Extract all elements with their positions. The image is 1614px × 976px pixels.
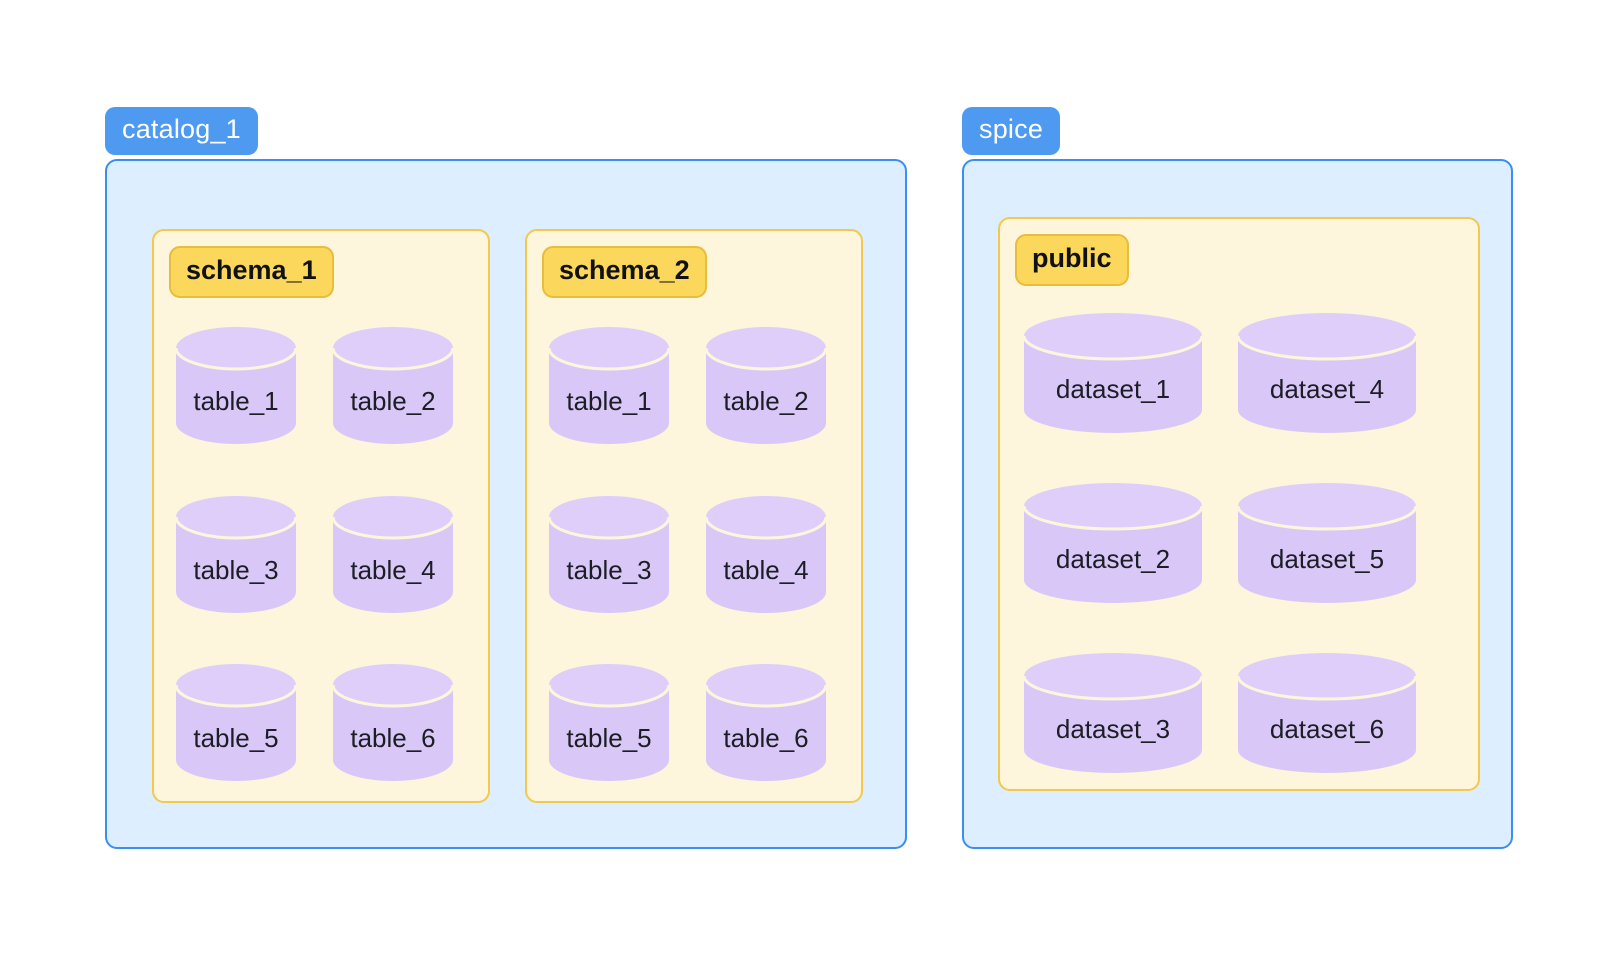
dataset-cylinder[interactable]: dataset_2: [1022, 481, 1204, 605]
schema-badge-public[interactable]: public: [1015, 234, 1129, 286]
table-cylinder[interactable]: table_1: [174, 326, 298, 445]
dataset-cylinder[interactable]: dataset_5: [1236, 481, 1418, 605]
schema-box-schema_2: schema_2 table_1 tab: [525, 229, 863, 803]
dataset-cylinder[interactable]: dataset_1: [1022, 311, 1204, 435]
catalog-group-spice: spice public dataset_1: [962, 107, 1513, 849]
table-cylinder[interactable]: table_6: [704, 663, 828, 782]
dataset-cylinder[interactable]: dataset_6: [1236, 651, 1418, 775]
table-cylinder[interactable]: table_3: [547, 495, 671, 614]
catalog-box-spice: public dataset_1 dat: [962, 159, 1513, 849]
schema-box-schema_1: schema_1 table_1 tab: [152, 229, 490, 803]
table-cylinder[interactable]: table_5: [547, 663, 671, 782]
table-cylinder[interactable]: table_2: [331, 326, 455, 445]
table-cylinder[interactable]: table_4: [331, 495, 455, 614]
table-cylinder[interactable]: table_2: [704, 326, 828, 445]
catalog-group-catalog_1: catalog_1 schema_1 table_1: [105, 107, 907, 849]
table-cylinder[interactable]: table_6: [331, 663, 455, 782]
catalog-badge-spice[interactable]: spice: [962, 107, 1061, 155]
dataset-cylinder[interactable]: dataset_3: [1022, 651, 1204, 775]
table-cylinder[interactable]: table_4: [704, 495, 828, 614]
table-cylinder[interactable]: table_5: [174, 663, 298, 782]
table-cylinder[interactable]: table_1: [547, 326, 671, 445]
catalog-badge-catalog_1[interactable]: catalog_1: [105, 107, 258, 155]
dataset-cylinder[interactable]: dataset_4: [1236, 311, 1418, 435]
catalog-box-catalog_1: schema_1 table_1 tab: [105, 159, 907, 849]
schema-badge-schema_2[interactable]: schema_2: [542, 246, 707, 298]
schema-box-public: public dataset_1 dat: [998, 217, 1480, 791]
schema-badge-schema_1[interactable]: schema_1: [169, 246, 334, 298]
table-cylinder[interactable]: table_3: [174, 495, 298, 614]
